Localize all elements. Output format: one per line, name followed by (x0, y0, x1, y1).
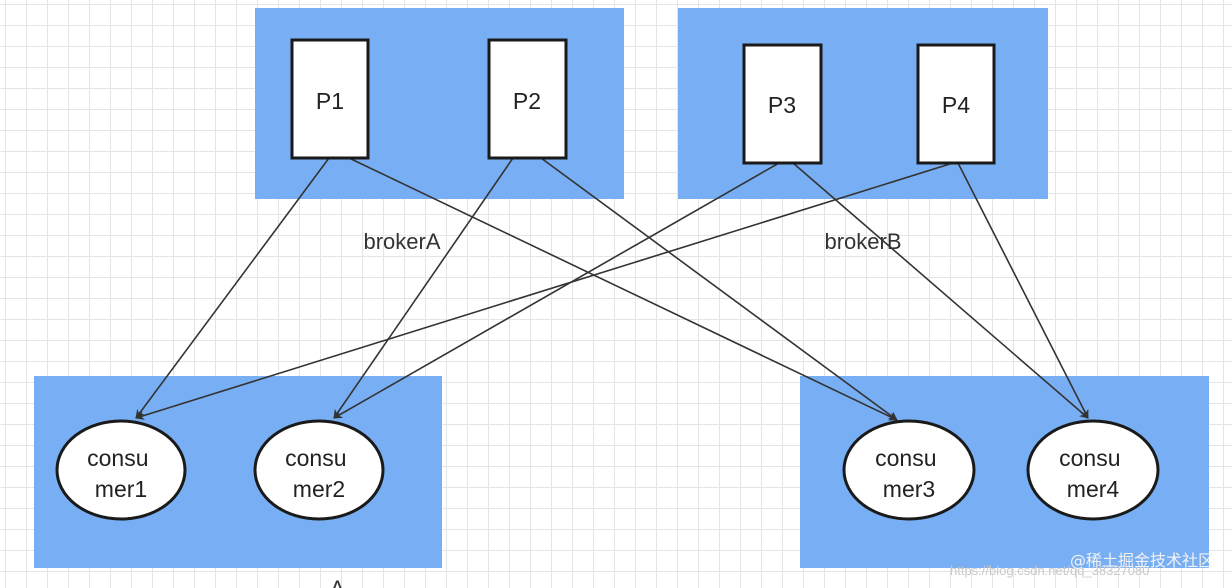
edge-p3-to-consumer2 (333, 162, 780, 419)
broker-a-label: brokerA (363, 229, 440, 254)
edge-p4-to-consumer4 (957, 162, 1089, 419)
consumer-4-label: consu mer4 (1059, 445, 1127, 502)
edge-p2-to-consumer3 (540, 157, 898, 421)
consumer-3-label-line1: consu (875, 445, 936, 471)
edges (135, 157, 1089, 421)
consumer-4-label-line2: mer4 (1067, 476, 1120, 502)
edge-p1-to-consumer3 (348, 157, 898, 421)
consumer-1-label: consu mer1 (87, 445, 155, 502)
partition-p1: P1 (290, 38, 370, 160)
partition-p2-rect (487, 38, 568, 160)
edge-p3-to-consumer4 (792, 162, 1089, 419)
edge-p1-to-consumer1 (135, 157, 330, 419)
partition-p1-rect (290, 38, 370, 160)
partition-p4-label: P4 (942, 92, 970, 118)
consumer-1-label-line1: consu (87, 445, 148, 471)
broker-b-label: brokerB (824, 229, 901, 254)
consumer-2: consu mer2 (253, 419, 385, 521)
consumer-1-ellipse (55, 419, 187, 521)
partition-p1-label: P1 (316, 88, 344, 114)
partition-p3-label: P3 (768, 92, 796, 118)
partition-p2-label: P2 (513, 88, 541, 114)
consumer-1-label-line2: mer1 (95, 476, 147, 502)
consumer-2-ellipse (253, 419, 385, 521)
partition-p2: P2 (487, 38, 568, 160)
consumer-2-label-line2: mer2 (293, 476, 345, 502)
consumer-3-ellipse (842, 419, 976, 521)
consumer-4: consu mer4 (1026, 419, 1160, 521)
watermark-brand: @稀土掘金技术社区 (1070, 551, 1214, 570)
consumer-4-label-line1: consu (1059, 445, 1120, 471)
consumer-2-label-line1: consu (285, 445, 346, 471)
partition-p4-rect (916, 43, 996, 165)
consumer-2-label: consu mer2 (285, 445, 353, 502)
watermark-url: https://blog.csdn.net/qq_38327080 (950, 563, 1150, 578)
consumer-3: consu mer3 (842, 419, 976, 521)
consumer-4-ellipse (1026, 419, 1160, 521)
partition-p4: P4 (916, 43, 996, 165)
edge-p4-to-consumer1 (135, 162, 954, 420)
bottom-cut-text: A (330, 576, 345, 588)
edge-p2-to-consumer2 (333, 157, 514, 419)
partition-p3-rect (742, 43, 823, 165)
partition-p3: P3 (742, 43, 823, 165)
consumer-3-label-line2: mer3 (883, 476, 935, 502)
consumer-3-label: consu mer3 (875, 445, 943, 502)
consumer-1: consu mer1 (55, 419, 187, 521)
